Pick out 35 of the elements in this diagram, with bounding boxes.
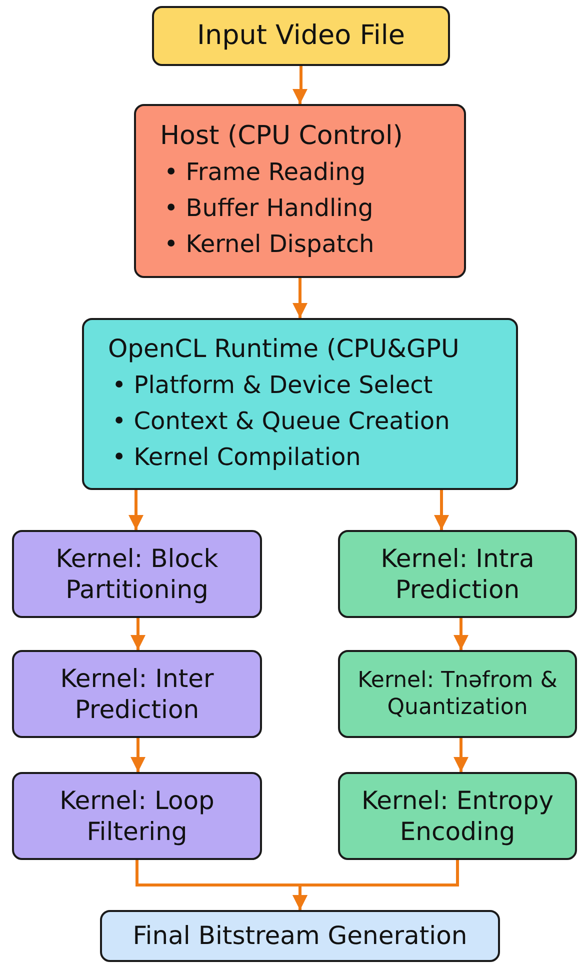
process-box [12, 772, 262, 860]
process-box [134, 104, 466, 278]
node-title: Kernel: Intra Prediction [380, 542, 536, 606]
arrow [292, 66, 308, 104]
process-box [12, 530, 262, 618]
arrow [292, 860, 459, 910]
process-box [338, 530, 577, 618]
process-box [100, 910, 500, 962]
node-title: Kernel: Block Partitioning [54, 542, 220, 606]
bullet-item: • Frame Reading [164, 157, 367, 188]
arrow [454, 738, 468, 772]
bullet-item: • Buffer Handling [164, 193, 374, 224]
arrow [130, 738, 146, 772]
process-box [338, 772, 577, 860]
arrow [130, 618, 146, 650]
bullet-item: • Context & Queue Creation [112, 406, 450, 437]
arrow [454, 618, 468, 650]
process-box [338, 650, 577, 738]
bullet-item: • Kernel Dispatch [164, 229, 374, 260]
node-title: Input Video File [197, 19, 405, 53]
process-box [82, 318, 518, 490]
process-box [152, 6, 450, 66]
arrow [128, 490, 144, 530]
node-title: Final Bitstream Generation [132, 920, 468, 952]
arrow [434, 490, 449, 530]
node-title: Kernel: Tnəfrom & Quantization [356, 666, 558, 722]
process-box [12, 650, 262, 738]
bullet-item: • Kernel Compilation [112, 442, 362, 473]
arrow [292, 278, 308, 318]
node-title: Kernel: Entropy Encoding [360, 784, 555, 848]
node-title: OpenCL Runtime (CPU&GPU [107, 333, 460, 365]
node-title: Kernel: Loop Filtering [58, 784, 216, 848]
bullet-item: • Platform & Device Select [112, 370, 434, 401]
node-title: Kernel: Inter Prediction [59, 662, 215, 726]
node-title: Host (CPU Control) [159, 120, 403, 152]
